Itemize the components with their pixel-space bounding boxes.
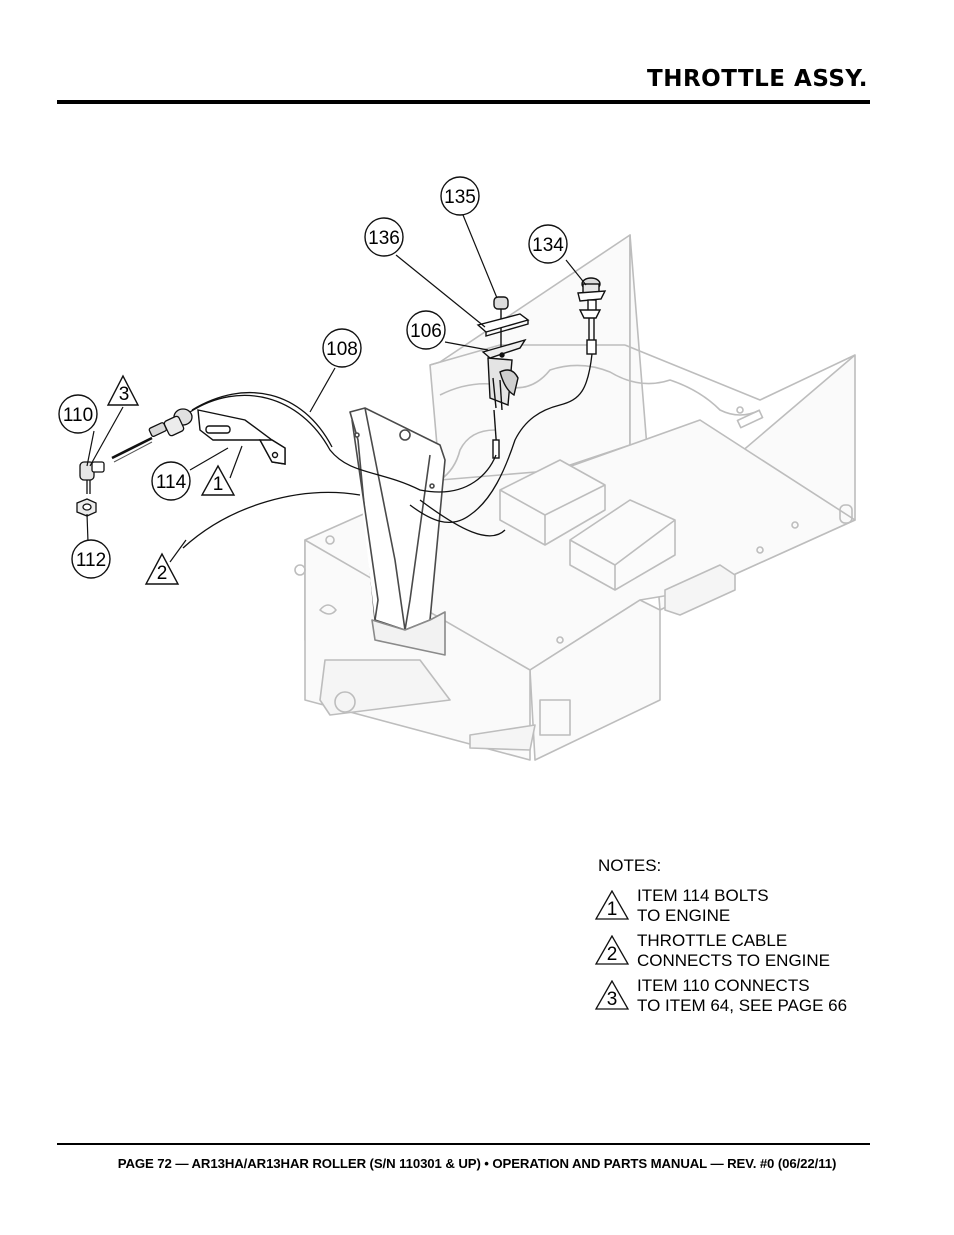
svg-text:110: 110: [63, 405, 93, 426]
throttle-cable-108: [189, 353, 593, 537]
svg-text:2: 2: [607, 944, 618, 965]
note-number-triangle: 3: [594, 980, 630, 1010]
note-item: 2 THROTTLE CABLE CONNECTS TO ENGINE: [594, 931, 830, 976]
svg-text:135: 135: [444, 187, 476, 208]
footer-rule: [57, 1143, 870, 1145]
note-number-triangle: 1: [594, 890, 630, 920]
swivel-connector-110: [79, 461, 105, 494]
steering-tower: [349, 407, 446, 656]
svg-text:3: 3: [607, 989, 618, 1010]
cable-end-fitting: [111, 408, 193, 463]
note-text: ITEM 114 BOLTS TO ENGINE: [637, 886, 769, 925]
notes-heading: NOTES:: [598, 856, 662, 875]
callout-114: 114: [151, 461, 191, 501]
callout-106: 106: [406, 310, 446, 350]
callout-136: 136: [364, 217, 404, 257]
page-footer: PAGE 72 — AR13HA/AR13HAR ROLLER (S/N 110…: [117, 1156, 837, 1171]
header-rule: [57, 100, 870, 104]
note-item: 3 ITEM 110 CONNECTS TO ITEM 64, SEE PAGE…: [594, 976, 847, 1021]
nut-112: [76, 498, 97, 517]
notes-block: NOTES: 1 ITEM 114 BOLTS TO ENGINE 2 THRO…: [594, 856, 847, 1021]
svg-text:2: 2: [157, 563, 168, 584]
note-flag-3: 3: [106, 374, 140, 406]
leader-lines: [86, 214, 587, 563]
page-title: THROTTLE ASSY.: [647, 66, 868, 92]
note-flag-1: 1: [200, 464, 236, 496]
throttle-lever-assembly: [476, 296, 530, 459]
engine-throttle-cable: [182, 491, 361, 549]
callout-112: 112: [71, 539, 111, 579]
svg-text:1: 1: [607, 899, 618, 920]
note-item: 1 ITEM 114 BOLTS TO ENGINE: [594, 886, 769, 931]
svg-text:106: 106: [410, 321, 442, 342]
note-text: THROTTLE CABLE CONNECTS TO ENGINE: [637, 931, 831, 970]
svg-text:3: 3: [119, 384, 130, 405]
svg-text:134: 134: [532, 235, 564, 256]
svg-text:108: 108: [326, 339, 358, 360]
callout-110: 110: [58, 394, 98, 434]
choke-knob-assembly: [577, 277, 607, 355]
note-number-triangle: 2: [594, 935, 630, 965]
svg-text:114: 114: [156, 472, 187, 493]
note-flag-2: 2: [144, 552, 180, 585]
callout-134: 134: [528, 224, 568, 264]
callout-108: 108: [322, 328, 362, 368]
svg-text:1: 1: [213, 474, 224, 495]
svg-text:112: 112: [76, 550, 106, 571]
note-text: ITEM 110 CONNECTS TO ITEM 64, SEE PAGE 6…: [637, 976, 848, 1015]
cable-bracket-114: [197, 409, 286, 465]
svg-text:136: 136: [368, 228, 400, 249]
callout-135: 135: [440, 176, 480, 216]
